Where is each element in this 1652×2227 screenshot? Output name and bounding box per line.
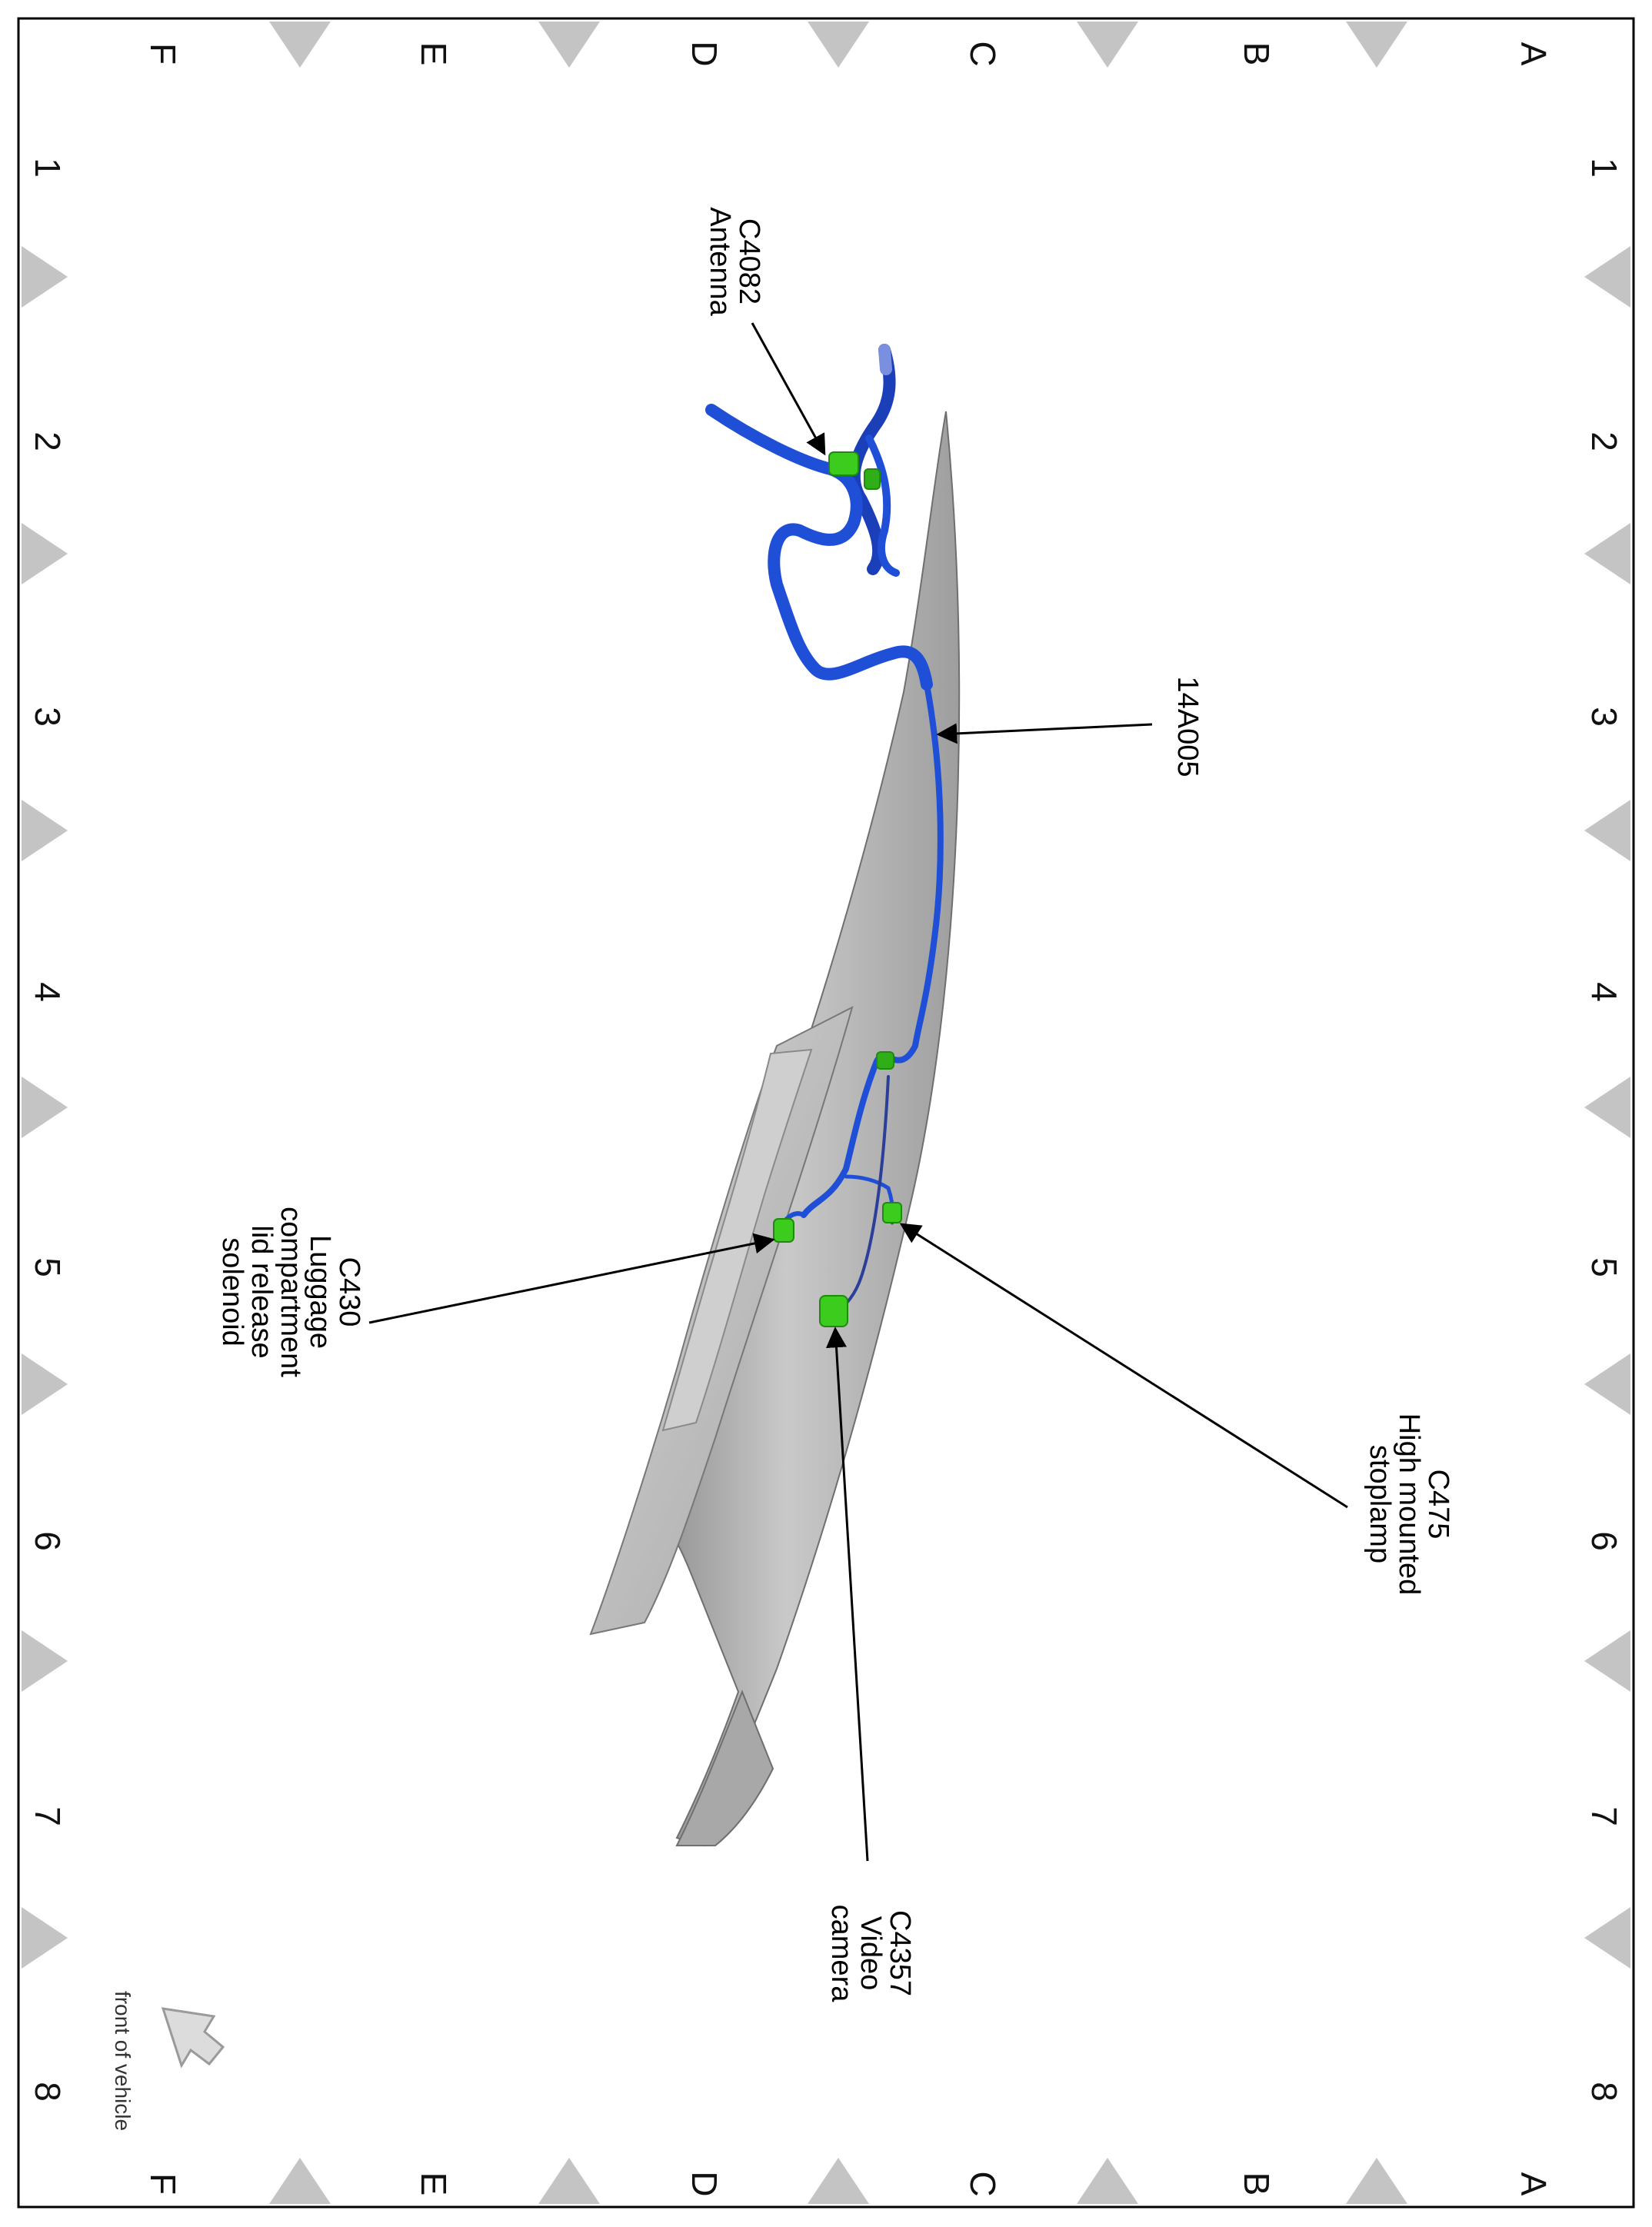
callout-line: C475 [1422, 1470, 1454, 1540]
grid-number-right: 3 [1584, 707, 1624, 727]
grid-letter-top: F [143, 43, 183, 65]
grid-letter-bottom: D [684, 2171, 724, 2196]
grid-number-left: 5 [28, 1257, 68, 1277]
row-letters-top: A B C D E F [143, 41, 1554, 66]
diagram-border [17, 17, 1635, 2209]
connector-c475 [882, 1202, 902, 1223]
grid-number-right: 6 [1584, 1531, 1624, 1551]
grid-number-right: 2 [1584, 431, 1624, 451]
grid-letter-top: E [414, 42, 454, 66]
callout-solenoid: C430 Luggage compartment lid release sol… [216, 1207, 365, 1377]
callout-camera: C4357 Video camera [825, 1905, 916, 2003]
front-of-vehicle-indicator: front of vehicle [111, 1991, 225, 2131]
grid-letter-bottom: E [414, 2172, 454, 2196]
grid-letter-bottom: F [143, 2173, 183, 2195]
leader-c430 [368, 1233, 775, 1324]
column-numbers-right: 1 2 3 4 5 6 7 8 [1584, 158, 1624, 2102]
leader-lines [368, 322, 1348, 1862]
connector-inline [876, 1051, 894, 1070]
lid-lower-flange [675, 1689, 774, 1846]
harness-loop-inner [865, 434, 900, 577]
lid-recess [661, 1048, 813, 1432]
grid-number-left: 6 [28, 1531, 68, 1551]
connector-c4082 [828, 451, 859, 476]
grid-number-left: 1 [28, 158, 68, 178]
callout-line: stoplamp [1364, 1445, 1396, 1563]
callout-line: camera [825, 1905, 858, 2003]
callout-line: 14A005 [1171, 676, 1204, 777]
connectors [773, 451, 902, 1327]
grid-number-right: 1 [1584, 158, 1624, 178]
callout-antenna: C4082 Antenna [704, 207, 765, 316]
grid-letter-top: A [1514, 42, 1554, 66]
row-letters-bottom: A B C D E F [143, 2171, 1554, 2196]
grid-number-left: 7 [28, 1806, 68, 1826]
callout-line: High mounted [1393, 1413, 1425, 1596]
harness-loop-upper [705, 404, 933, 691]
grid-number-left: 8 [28, 2082, 68, 2102]
grid-number-right: 4 [1584, 982, 1624, 1002]
callout-line: Luggage [304, 1235, 336, 1349]
grid-letter-bottom: C [963, 2171, 1003, 2196]
grid-number-left: 3 [28, 707, 68, 727]
grid-letter-bottom: A [1514, 2172, 1554, 2196]
luggage-lid-panel [589, 411, 961, 1847]
harness-main-trunk [801, 681, 944, 1218]
front-of-vehicle-label: front of vehicle [111, 1991, 135, 2131]
callout-harness: 14A005 [1171, 676, 1204, 777]
grid-number-right: 5 [1584, 1257, 1624, 1277]
harness-antenna-tail-end [878, 344, 892, 375]
leader-c4357 [825, 1327, 869, 1862]
callout-line: C4357 [884, 1910, 916, 1996]
callout-line: solenoid [216, 1237, 248, 1347]
connector-c4357 [819, 1295, 848, 1327]
callout-line: C4082 [733, 218, 765, 305]
grid-markers [22, 22, 1630, 2204]
grid-number-right: 7 [1584, 1806, 1624, 1826]
leader-c475 [899, 1223, 1348, 1509]
callout-line: Antenna [704, 207, 736, 316]
callout-line: compartment [275, 1207, 307, 1377]
grid-letter-bottom: B [1237, 2172, 1277, 2196]
grid-letter-top: C [963, 41, 1003, 66]
grid-letter-top: B [1237, 42, 1277, 66]
front-arrow-icon [161, 2007, 225, 2069]
callout-stoplamp: C475 High mounted stoplamp [1364, 1413, 1454, 1596]
column-numbers-left: 1 2 3 4 5 6 7 8 [28, 158, 68, 2102]
leader-14a005 [936, 723, 1153, 744]
connector-c430 [773, 1218, 794, 1243]
grid-letter-top: D [684, 41, 724, 66]
callout-line: lid release [245, 1225, 278, 1358]
grid-number-left: 4 [28, 982, 68, 1002]
leader-c4082 [751, 322, 826, 456]
connector-c4082-b [864, 468, 881, 490]
grid-number-right: 8 [1584, 2082, 1624, 2102]
grid-number-left: 2 [28, 431, 68, 451]
callout-line: C430 [333, 1257, 365, 1327]
callout-line: Video [854, 1916, 887, 1991]
